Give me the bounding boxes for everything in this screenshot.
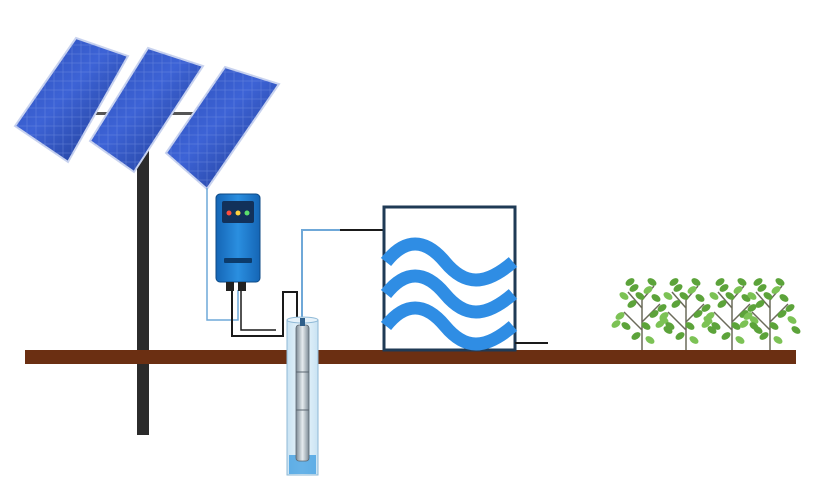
crop-field [611, 278, 801, 350]
water-waves [380, 237, 518, 351]
plant-icon [739, 278, 801, 350]
solar-panel-icon [13, 36, 130, 164]
pump-controller-icon [215, 193, 261, 291]
support-pole [137, 140, 149, 435]
water-tank-icon [380, 205, 548, 352]
solar-panel-icon [88, 46, 205, 174]
plant-icon [701, 278, 763, 350]
plant-icon [655, 278, 717, 350]
power-cables [206, 188, 298, 337]
ground-line [25, 350, 796, 364]
plant-icon [611, 278, 673, 350]
submersible-pump-icon [295, 318, 310, 462]
solar-array [13, 36, 281, 191]
water-pipe [301, 229, 340, 318]
